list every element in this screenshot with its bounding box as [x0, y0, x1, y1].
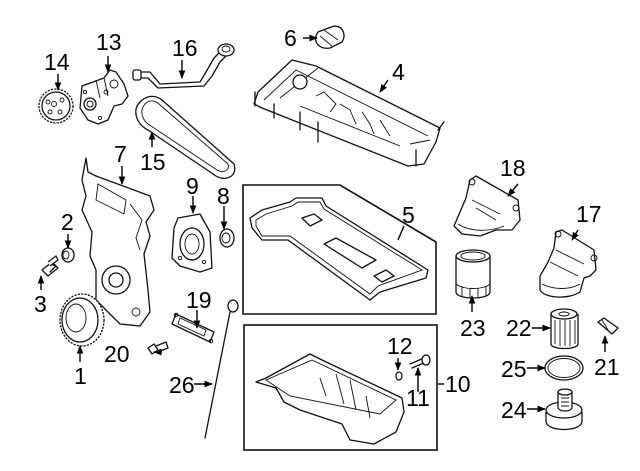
callout-label-18: 18 [500, 155, 526, 181]
part-26-dipstick[interactable] [204, 299, 239, 439]
part-23-oil-filter[interactable] [455, 249, 491, 299]
part-1-crankshaft-sprocket[interactable] [59, 293, 105, 347]
callout-label-16: 16 [172, 35, 198, 61]
callout-label-5: 5 [402, 202, 415, 228]
callout-label-21: 21 [594, 354, 620, 380]
part-18-oil-filter-adapter[interactable] [453, 175, 521, 237]
part-15-oil-pump-chain[interactable] [135, 95, 236, 179]
callout-label-23: 23 [460, 315, 486, 341]
callout-label-25: 25 [501, 356, 527, 382]
callout-box-10 [243, 324, 438, 451]
callout-label-14: 14 [44, 49, 70, 75]
callout-label-9: 9 [186, 173, 199, 199]
callout-label-7: 7 [114, 141, 127, 167]
part-14-oil-pump-sprocket[interactable] [38, 88, 74, 124]
part-12-drain-plug-gasket[interactable] [395, 371, 403, 381]
part-19-cover-gasket[interactable] [171, 312, 215, 344]
callout-label-4: 4 [392, 59, 405, 85]
callout-label-12: 12 [387, 333, 413, 359]
callout-label-6: 6 [284, 25, 297, 51]
callout-label-17: 17 [576, 201, 602, 227]
part-13-oil-pump[interactable] [79, 69, 129, 125]
callout-labels: 14 13 16 15 6 4 7 2 3 1 9 8 5 19 20 26 1… [34, 25, 620, 423]
callout-label-15: 15 [140, 149, 166, 175]
part-21-oil-pressure-sensor[interactable] [597, 317, 619, 335]
callout-label-26: 26 [169, 372, 195, 398]
part-11-drain-plug[interactable] [409, 354, 431, 369]
callout-label-11: 11 [406, 385, 430, 411]
leader-lines [37, 34, 609, 413]
part-4-valve-cover[interactable] [253, 59, 445, 167]
callout-label-13: 13 [96, 29, 122, 55]
callout-label-1: 1 [74, 363, 87, 389]
part-6-oil-filler-cap[interactable] [315, 25, 345, 49]
part-22-oil-filter-element[interactable] [550, 308, 579, 350]
callout-label-22: 22 [506, 315, 532, 341]
callout-label-20: 20 [104, 341, 130, 367]
callout-box-5 [242, 184, 437, 315]
part-16-oil-pickup-tube[interactable] [132, 43, 235, 89]
callout-label-10: 10 [445, 371, 471, 397]
callout-label-3: 3 [34, 291, 47, 317]
part-3-bolt[interactable] [41, 255, 59, 277]
part-2-seal[interactable] [61, 247, 75, 263]
part-5-valve-cover-gasket[interactable] [249, 197, 429, 301]
callout-label-19: 19 [186, 287, 212, 313]
part-8-seal[interactable] [219, 228, 235, 248]
part-7-timing-cover[interactable] [81, 157, 155, 327]
callout-label-8: 8 [217, 183, 230, 209]
part-25-o-ring[interactable] [544, 355, 584, 381]
part-24-oil-filter-cap[interactable] [545, 388, 583, 431]
part-10-oil-pan[interactable] [255, 353, 405, 445]
callout-label-2: 2 [61, 209, 74, 235]
part-9-rear-main-seal-retainer[interactable] [171, 213, 213, 273]
part-17-oil-filter-housing[interactable] [539, 229, 598, 298]
callout-label-24: 24 [501, 397, 527, 423]
